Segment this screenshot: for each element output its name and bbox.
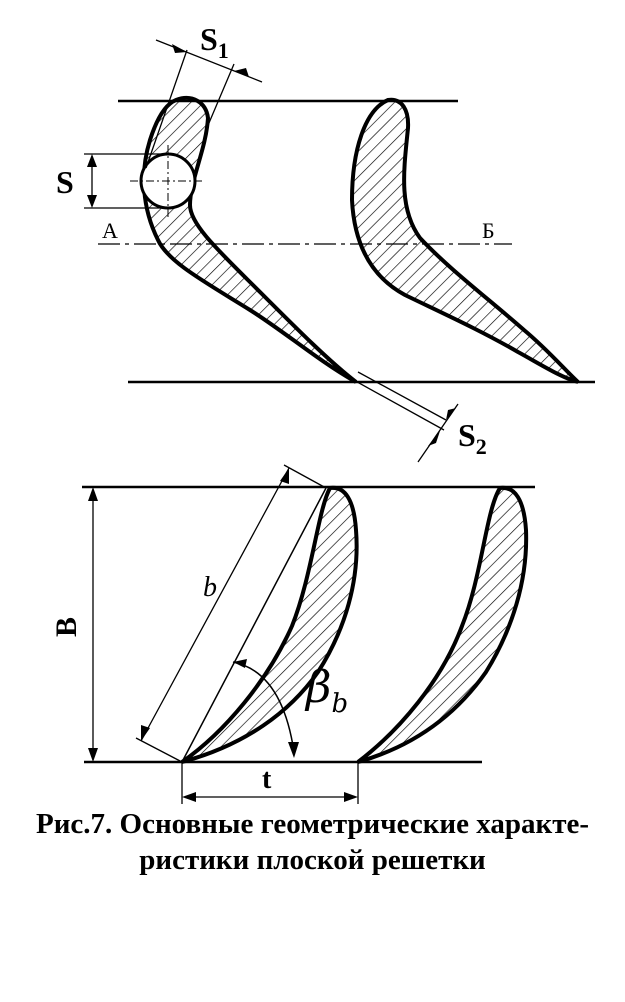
chord-arrow-bottom [141, 725, 150, 741]
bottom-blade-right [356, 485, 529, 764]
s-arrow-top [87, 154, 97, 167]
s2-ext-2 [357, 371, 447, 421]
chord-ext-bottom [135, 737, 183, 763]
s2-arrow-bottom [428, 431, 440, 446]
label-pitch: t [262, 764, 272, 795]
top-cascade: S1 S А Б S2 [56, 21, 595, 463]
s2-ext-1 [349, 377, 445, 431]
label-s: S [56, 164, 74, 200]
label-s2: S2 [458, 417, 487, 459]
s1-ext-right [205, 63, 235, 131]
s2-dim-line [417, 403, 459, 463]
top-blade-right [349, 97, 580, 384]
beta-arrow-start [233, 659, 247, 668]
s1-ext-left [145, 49, 188, 169]
chord-ext-top [283, 464, 327, 489]
chord-line [181, 487, 327, 763]
caption-line-2: ристики плоской решетки [139, 844, 486, 876]
chord-arrow-top [280, 468, 289, 484]
s2-arrow-top [446, 408, 456, 420]
pitch-arrow-right [344, 792, 358, 802]
top-blade-left [141, 96, 358, 384]
label-beta: βb [304, 662, 348, 719]
label-section-b: Б [482, 218, 495, 243]
s1-arrow-left [172, 44, 187, 53]
b-height-arrow-bottom [88, 748, 98, 762]
b-height-arrow-top [88, 487, 98, 501]
s1-arrow-right [234, 68, 249, 77]
pitch-arrow-left [182, 792, 196, 802]
label-chord: b [203, 572, 217, 603]
bottom-cascade: B b βb t [50, 464, 535, 804]
bottom-blade-left [180, 485, 359, 764]
s-arrow-bottom [87, 195, 97, 208]
label-s1: S1 [200, 21, 229, 63]
beta-arrow-end [288, 742, 299, 758]
label-axial-width: B [50, 617, 83, 637]
chord-dim-line [140, 467, 290, 742]
caption-line-1: Рис.7. Основные геометрические характе- [36, 808, 589, 840]
label-section-a: А [102, 218, 118, 243]
